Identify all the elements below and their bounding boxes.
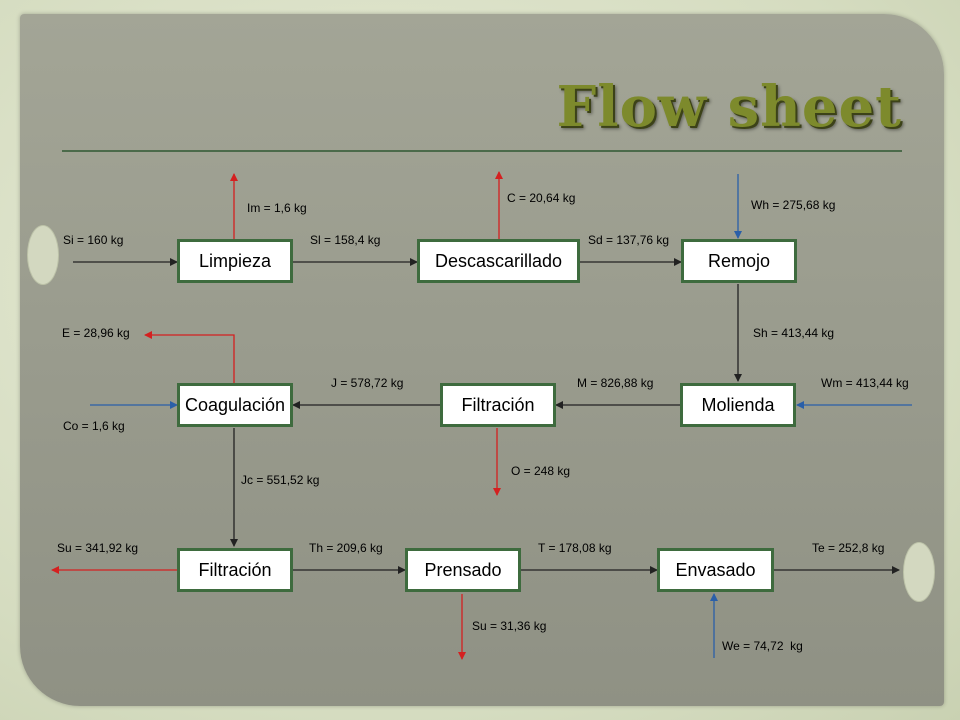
label-sl: Sl = 158,4 kg <box>310 233 381 247</box>
process-coagulacion: Coagulación <box>177 383 293 427</box>
label-te: Te = 252,8 kg <box>812 541 885 555</box>
process-prensado: Prensado <box>405 548 521 592</box>
process-remojo: Remojo <box>681 239 797 283</box>
process-molienda: Molienda <box>680 383 796 427</box>
right-oval-decoration <box>903 542 935 602</box>
label-wh: Wh = 275,68 kg <box>751 198 836 212</box>
title-divider <box>62 150 902 152</box>
process-envasado: Envasado <box>657 548 774 592</box>
label-co: Co = 1,6 kg <box>63 419 125 433</box>
label-th: Th = 209,6 kg <box>309 541 383 555</box>
label-c: C = 20,64 kg <box>507 191 576 205</box>
process-filtracion-2: Filtración <box>177 548 293 592</box>
label-m: M = 826,88 kg <box>577 376 654 390</box>
left-oval-decoration <box>27 225 59 285</box>
process-filtracion-1: Filtración <box>440 383 556 427</box>
slide-title: Flow sheet <box>556 74 902 140</box>
process-limpieza: Limpieza <box>177 239 293 283</box>
label-we: We = 74,72 kg <box>722 639 803 653</box>
label-si: Si = 160 kg <box>63 233 124 247</box>
label-t: T = 178,08 kg <box>538 541 612 555</box>
label-o: O = 248 kg <box>511 464 571 478</box>
arrow-e <box>144 331 235 383</box>
process-descascarillado: Descascarillado <box>417 239 580 283</box>
label-jc: Jc = 551,52 kg <box>241 473 320 487</box>
label-wm: Wm = 413,44 kg <box>821 376 909 390</box>
label-su-1: Su = 341,92 kg <box>57 541 139 555</box>
label-e: E = 28,96 kg <box>62 326 130 340</box>
label-sh: Sh = 413,44 kg <box>753 326 835 340</box>
label-su-2: Su = 31,36 kg <box>472 619 547 633</box>
label-im: Im = 1,6 kg <box>247 201 307 215</box>
label-sd: Sd = 137,76 kg <box>588 233 670 247</box>
label-j: J = 578,72 kg <box>331 376 404 390</box>
